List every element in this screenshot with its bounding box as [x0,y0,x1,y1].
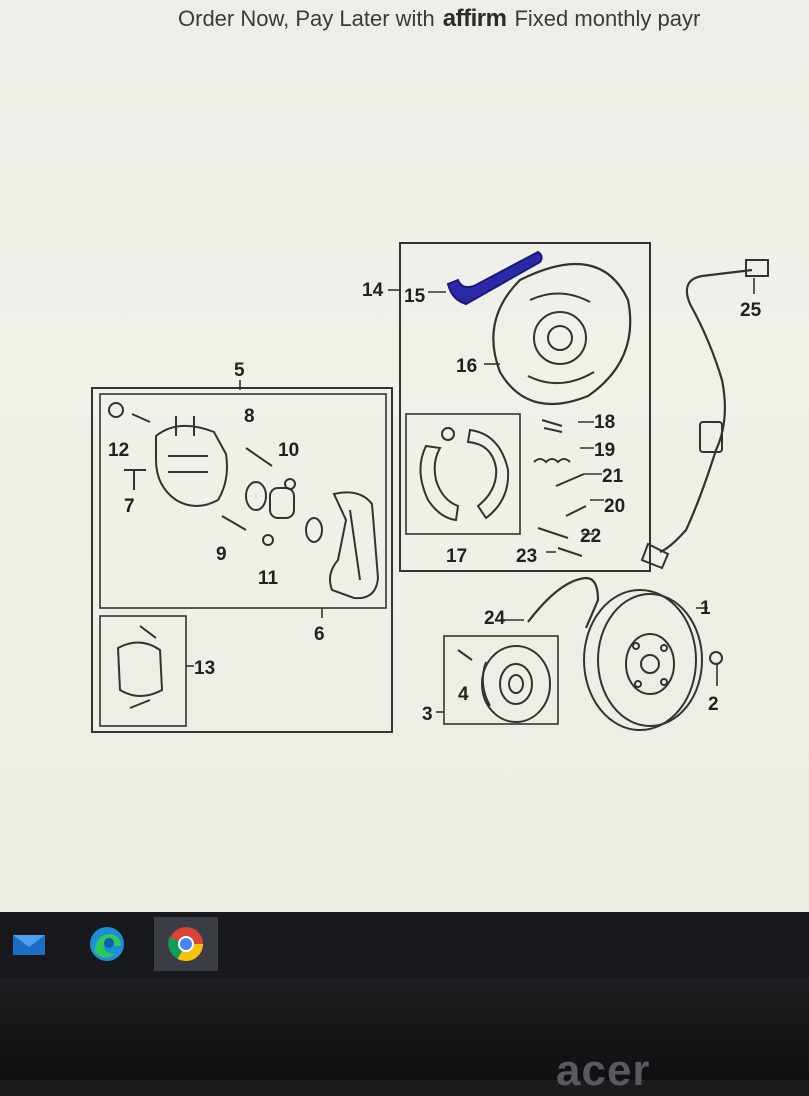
abs-clip [699,421,723,453]
callout-19: 19 [594,440,615,461]
brake-parts-diagram: 1 2 3 4 5 6 7 8 9 10 11 12 13 14 15 16 1… [91,242,769,733]
callout-2: 2 [708,694,719,715]
bleeder-bolts [108,402,151,490]
callout-14: 14 [362,280,384,301]
brake-hose [527,576,600,629]
affirm-logo: affirm [442,5,507,32]
pad-kit [116,625,164,709]
pad-kit-box [99,615,187,727]
callout-13: 13 [194,658,215,679]
wheel-hub [457,645,551,723]
piston-seals [221,447,323,546]
edge-icon [90,927,124,961]
callout-24: 24 [484,608,506,629]
brake-rotor [583,589,703,731]
edge-app-button[interactable] [80,917,134,971]
brake-shoes [419,427,510,522]
mail-icon [13,935,45,955]
callout-11: 11 [258,568,279,589]
callout-16: 16 [456,356,477,377]
callout-7: 7 [124,496,135,517]
windows-taskbar [0,912,809,978]
callout-10: 10 [278,440,299,461]
caliper-group-box [91,387,393,733]
abs-sensor-wire [659,268,753,554]
parking-brake-lever [446,250,543,306]
callout-9: 9 [216,544,227,565]
chrome-app-button[interactable] [154,917,218,971]
monitor-screen: Order Now, Pay Later with affirm Fixed m… [0,0,809,918]
abs-connector [745,259,769,277]
callout-22: 22 [580,526,601,547]
callout-18: 18 [594,412,615,433]
affirm-banner[interactable]: Order Now, Pay Later with affirm Fixed m… [178,2,809,36]
monitor-brand-logo: acer [556,1046,651,1095]
rotor-screw [709,651,723,665]
callout-15: 15 [404,286,426,307]
banner-suffix: Fixed monthly payr [514,6,701,31]
mail-app-button[interactable] [2,917,56,971]
banner-prefix: Order Now, Pay Later with [178,6,435,31]
callout-1: 1 [700,598,711,619]
leader-lines [186,278,755,713]
callout-17: 17 [446,546,467,567]
chrome-icon [168,927,203,961]
callout-25: 25 [740,300,762,321]
backing-plate [492,262,632,406]
callout-labels: 1 2 3 4 5 6 7 8 9 10 11 12 13 14 15 16 1… [108,280,762,725]
shoe-group-box [399,242,651,572]
caliper [155,416,228,507]
callout-12: 12 [108,440,129,461]
monitor-bezel [0,978,809,1080]
caliper-inner-box [99,393,387,609]
abs-sensor-head [640,542,670,570]
callout-21: 21 [602,466,624,487]
callout-6: 6 [314,624,325,645]
callout-20: 20 [604,496,625,517]
callout-23: 23 [516,546,537,567]
callout-5: 5 [234,360,245,381]
callout-3: 3 [422,704,433,725]
callout-8: 8 [244,406,255,427]
shoe-inner-box [405,413,521,535]
hardware-kit [533,419,587,557]
hub-box [443,635,559,725]
callout-4: 4 [458,684,469,705]
caliper-bracket [329,491,380,600]
